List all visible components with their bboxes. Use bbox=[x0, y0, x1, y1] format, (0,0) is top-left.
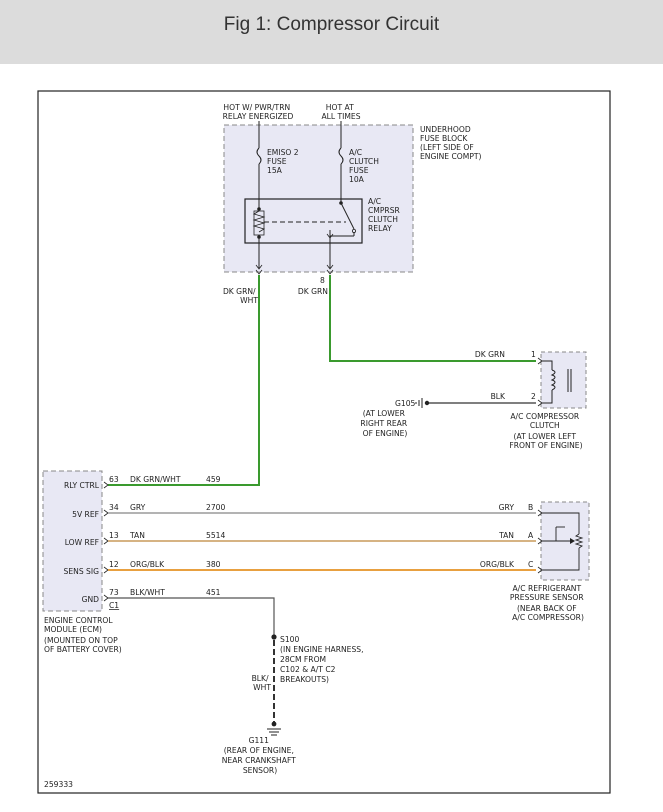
ecm-pin-number-12: 12 bbox=[109, 560, 119, 569]
ac-clutch-fuse-symbol bbox=[338, 147, 344, 165]
relay-label: A/C CMPRSR CLUTCH RELAY bbox=[368, 197, 402, 233]
dk-grn-wire bbox=[329, 275, 536, 362]
sensor-pin-a: A bbox=[528, 531, 534, 540]
wire-2700-color: GRY bbox=[130, 503, 146, 512]
g111-label: G111 (REAR OF ENGINE, NEAR CRANKSHAFT SE… bbox=[222, 736, 299, 775]
engine-control-module bbox=[42, 470, 103, 612]
ecm-pin-gnd: GND bbox=[82, 595, 100, 604]
ecm-connector-c1: C1 bbox=[109, 601, 119, 610]
wire-5514-circuit: 5514 bbox=[206, 531, 225, 540]
clutch-pin2: 2 bbox=[531, 392, 536, 401]
wire-right-top-label: DK GRN bbox=[298, 287, 328, 296]
ecm-pin-number-34: 34 bbox=[109, 503, 119, 512]
wire-left-top-label: DK GRN/ WHT bbox=[223, 287, 258, 305]
ecm-pin-number-73: 73 bbox=[109, 588, 119, 597]
clutch-wire1-label: DK GRN bbox=[475, 350, 505, 359]
sensor-pin-b: B bbox=[528, 503, 533, 512]
clutch-wire2-label: BLK bbox=[491, 392, 506, 401]
ecm-pin-low-ref: LOW REF bbox=[65, 538, 99, 547]
ecm-pin-5v-ref: 5V REF bbox=[72, 510, 99, 519]
ac-compressor-clutch-relay bbox=[244, 198, 363, 244]
wire-5514-color: TAN bbox=[129, 531, 145, 540]
page-title: Fig 1: Compressor Circuit bbox=[223, 14, 440, 35]
sensor-potentiometer-icon bbox=[574, 533, 584, 549]
wire-5514-right-label: TAN bbox=[498, 531, 514, 540]
hot-pwr-trn-label: HOT W/ PWR/TRN RELAY ENERGIZED bbox=[223, 103, 294, 121]
pressure-sensor-label: A/C REFRIGERANT PRESSURE SENSOR (NEAR BA… bbox=[510, 584, 586, 622]
compressor-clutch-label: A/C COMPRESSOR CLUTCH (AT LOWER LEFT FRO… bbox=[509, 412, 582, 450]
ecm-pin-number-63: 63 bbox=[109, 475, 119, 484]
wire-2700-circuit: 2700 bbox=[206, 503, 225, 512]
wire-451-circuit: 451 bbox=[206, 588, 221, 597]
wire-380-right-label: ORG/BLK bbox=[480, 560, 515, 569]
wire-380-color: ORG/BLK bbox=[130, 560, 165, 569]
splice-s100-icon bbox=[271, 634, 277, 640]
connector-chevron-icon bbox=[255, 264, 263, 270]
sensor-pin-c: C bbox=[528, 560, 533, 569]
document-number: 259333 bbox=[44, 780, 73, 789]
clutch-pin1: 1 bbox=[531, 350, 536, 359]
clutch-coil-icon bbox=[550, 369, 556, 391]
relay-pin-8: 8 bbox=[320, 276, 325, 285]
ecm-pin-rly-ctrl: RLY CTRL bbox=[64, 481, 100, 490]
ac-compressor-clutch-box bbox=[540, 351, 587, 409]
g105-label: G105 bbox=[395, 399, 416, 408]
blk-wht-wire bbox=[108, 597, 275, 637]
s100-label: S100 (IN ENGINE HARNESS, 28CM FROM C102 … bbox=[280, 635, 366, 684]
fuse-block-label: UNDERHOOD FUSE BLOCK (LEFT SIDE OF ENGIN… bbox=[420, 125, 482, 161]
emiso-fuse-symbol bbox=[256, 147, 262, 165]
ecm-label: ENGINE CONTROL MODULE (ECM) (MOUNTED ON … bbox=[44, 616, 122, 654]
wire-451-color: BLK/WHT bbox=[130, 588, 165, 597]
diagram-border bbox=[37, 90, 611, 794]
ecm-pin-sens-sig: SENS SIG bbox=[64, 567, 100, 576]
header-bar: Fig 1: Compressor Circuit bbox=[0, 0, 663, 64]
wire-459-color: DK GRN/WHT bbox=[130, 475, 181, 484]
wire-2700-right-label: GRY bbox=[499, 503, 515, 512]
wire-380-circuit: 380 bbox=[206, 560, 221, 569]
blk-wht-label: BLK/ WHT bbox=[252, 674, 272, 692]
hot-all-times-label: HOT AT ALL TIMES bbox=[321, 103, 360, 121]
ac-clutch-fuse-label: A/C CLUTCH FUSE 10A bbox=[349, 148, 381, 184]
dk-grn-wht-wire bbox=[108, 275, 260, 486]
ecm-pin-number-13: 13 bbox=[109, 531, 119, 540]
wire-459-circuit: 459 bbox=[206, 475, 221, 484]
emiso-fuse-label: EMISO 2 FUSE 15A bbox=[267, 148, 301, 175]
relay-switch-icon bbox=[340, 202, 355, 230]
g105-location: (AT LOWER RIGHT REAR OF ENGINE) bbox=[360, 409, 409, 438]
